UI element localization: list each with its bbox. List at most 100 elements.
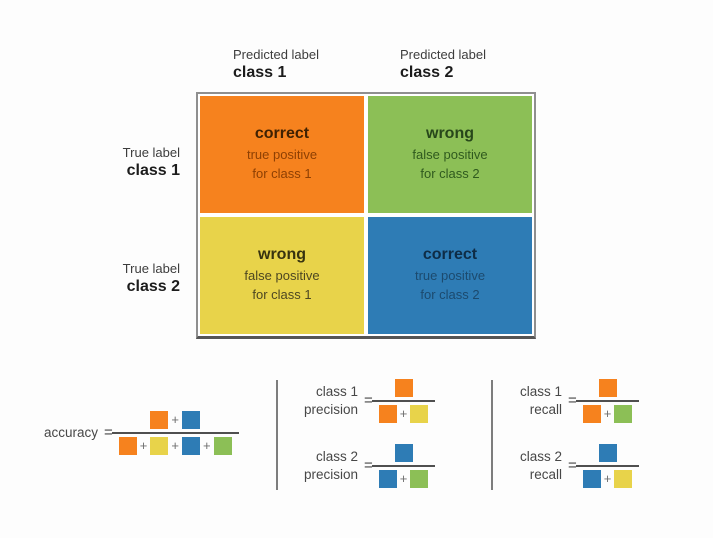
- class1-precision-formula: class 1 precision = +: [294, 379, 436, 423]
- predicted-label-text: Predicted label: [233, 47, 319, 62]
- fraction-bar: [111, 432, 239, 434]
- cell-subtext: false positive for class 2: [412, 146, 487, 184]
- class2-precision-label: class 2 precision: [294, 448, 358, 483]
- class1-label: class 1: [126, 162, 180, 179]
- denominator: +: [582, 404, 633, 423]
- true-label-text: True label: [122, 145, 180, 160]
- cell-title: wrong: [258, 246, 306, 264]
- cell-true1-pred1: correct true positive for class 1: [200, 96, 364, 213]
- label-line1: class 1: [519, 384, 562, 400]
- label-line2: recall: [529, 466, 562, 482]
- yellow-square: [614, 469, 633, 488]
- fraction-bar: [371, 400, 436, 402]
- cell-true2-pred2: correct true positive for class 2: [368, 217, 532, 334]
- class1-recall-formula: class 1 recall = +: [498, 379, 640, 423]
- accuracy-fraction: + + + +: [111, 411, 239, 455]
- vertical-divider: [491, 380, 493, 490]
- orange-square: [394, 379, 413, 397]
- blue-square: [394, 444, 413, 462]
- green-square: [614, 404, 633, 423]
- numerator: [598, 444, 617, 462]
- green-square: [410, 469, 429, 488]
- vertical-divider: [276, 380, 278, 490]
- label-line2: precision: [303, 466, 358, 482]
- accuracy-formula: accuracy = + + + +: [44, 411, 239, 455]
- class2-precision-formula: class 2 precision = +: [294, 444, 436, 488]
- blue-square: [598, 444, 617, 462]
- fraction-bar: [575, 465, 640, 467]
- true-label-text: True label: [122, 261, 180, 276]
- blue-square: [378, 469, 397, 488]
- plus-sign: +: [399, 470, 408, 486]
- class2-label: class 2: [126, 278, 180, 295]
- class1-recall-label: class 1 recall: [498, 383, 562, 418]
- denominator: +: [378, 404, 429, 423]
- cell-subtext-line2: for class 1: [252, 287, 312, 302]
- equals-sign: =: [364, 457, 373, 475]
- label-line2: recall: [529, 401, 562, 417]
- col-header-class1: Predicted label class 1: [233, 47, 319, 82]
- label-line1: class 2: [519, 449, 562, 465]
- orange-square: [598, 379, 617, 397]
- denominator: +: [378, 469, 429, 488]
- accuracy-label: accuracy: [44, 425, 99, 441]
- cell-subtext-line1: true positive: [246, 147, 318, 163]
- class2-label: class 2: [400, 64, 454, 81]
- plus-sign: +: [603, 470, 612, 486]
- class1-precision-label: class 1 precision: [294, 383, 358, 418]
- row-header-class2: True label class 2: [55, 261, 180, 296]
- class1-label: class 1: [233, 64, 287, 81]
- yellow-square: [150, 436, 169, 455]
- cell-title: correct: [422, 246, 478, 264]
- col-header-class2: Predicted label class 2: [400, 47, 486, 82]
- cell-subtext-line2: for class 1: [252, 166, 312, 181]
- equals-sign: =: [364, 392, 373, 410]
- class1-recall-fraction: +: [575, 379, 640, 423]
- accuracy-numerator: +: [150, 411, 200, 429]
- orange-square: [378, 404, 397, 423]
- plus-sign: +: [171, 437, 179, 453]
- cell-true1-pred2: wrong false positive for class 2: [368, 96, 532, 213]
- orange-square: [582, 404, 601, 423]
- cell-subtext: true positive for class 1: [247, 146, 317, 184]
- denominator: +: [582, 469, 633, 488]
- numerator: [394, 379, 413, 397]
- equals-sign: =: [568, 392, 577, 410]
- yellow-square: [410, 404, 429, 423]
- cell-title: wrong: [426, 125, 474, 143]
- cell-subtext-line1: false positive: [244, 268, 320, 284]
- label-line1: class 1: [315, 384, 358, 400]
- predicted-label-text: Predicted label: [400, 47, 486, 62]
- label-line1: class 2: [315, 449, 358, 465]
- blue-square: [181, 436, 200, 455]
- equals-sign: =: [568, 457, 577, 475]
- class2-recall-formula: class 2 recall = +: [498, 444, 640, 488]
- orange-square: [150, 411, 169, 429]
- class2-recall-fraction: +: [575, 444, 640, 488]
- cell-subtext-line2: for class 2: [420, 166, 480, 181]
- plus-sign: +: [202, 437, 211, 453]
- orange-square: [118, 436, 137, 455]
- class2-recall-label: class 2 recall: [498, 448, 562, 483]
- blue-square: [181, 411, 200, 429]
- fraction-bar: [575, 400, 640, 402]
- cell-subtext-line1: true positive: [414, 268, 486, 284]
- cell-true2-pred1: wrong false positive for class 1: [200, 217, 364, 334]
- confusion-matrix-grid: correct true positive for class 1 wrong …: [196, 92, 536, 339]
- plus-sign: +: [171, 412, 179, 427]
- accuracy-denominator: + + +: [118, 436, 232, 455]
- green-square: [213, 436, 232, 455]
- cell-subtext: false positive for class 1: [244, 267, 319, 305]
- class2-precision-fraction: +: [371, 444, 436, 488]
- label-line2: precision: [303, 401, 358, 417]
- cell-subtext-line1: false positive: [412, 147, 488, 163]
- numerator: [394, 444, 413, 462]
- plus-sign: +: [603, 405, 612, 421]
- fraction-bar: [371, 465, 436, 467]
- plus-sign: +: [139, 437, 148, 453]
- cell-title: correct: [254, 125, 310, 143]
- equals-sign: =: [104, 424, 113, 442]
- cell-subtext: true positive for class 2: [415, 267, 485, 305]
- numerator: [598, 379, 617, 397]
